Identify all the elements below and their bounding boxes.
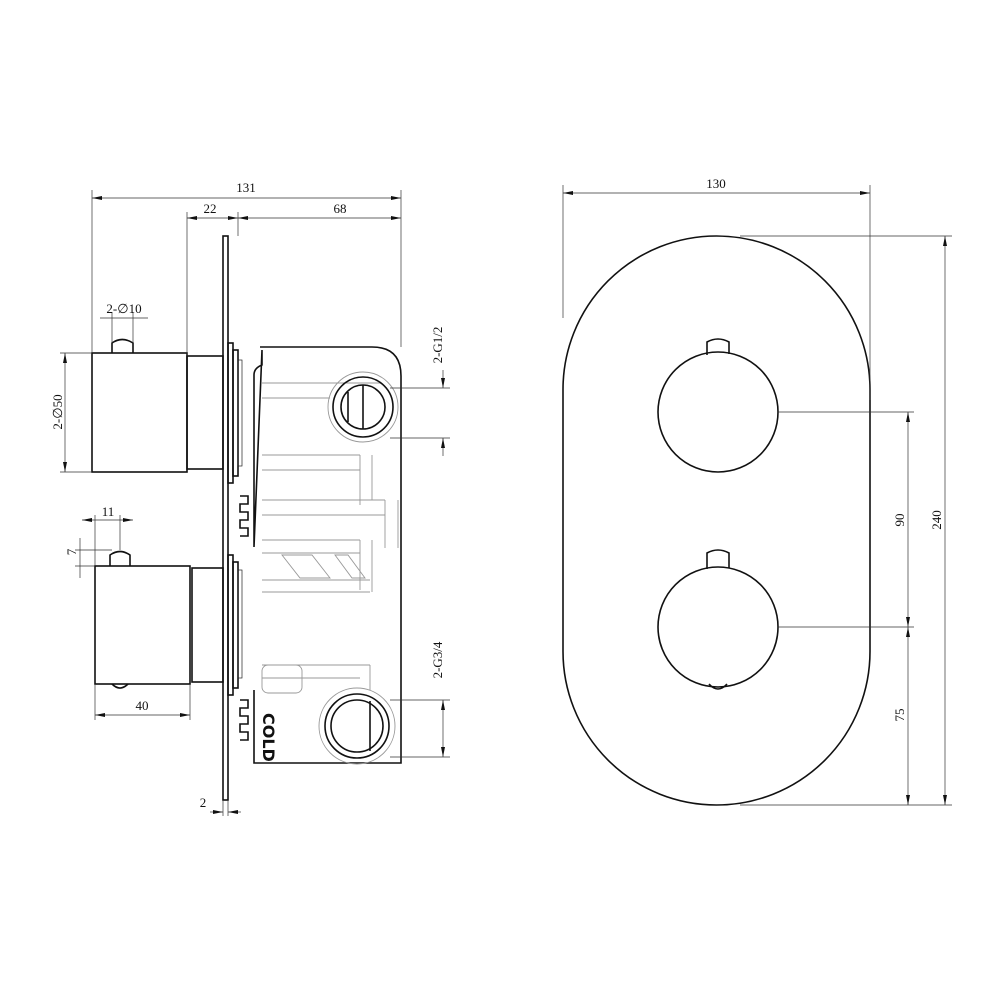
lower-handle: [94, 550, 243, 696]
dim-11: 11: [102, 504, 115, 519]
valve-body: COLD: [239, 346, 402, 765]
front-dimensions: 130 240 90 75: [562, 176, 952, 806]
dim-130: 130: [706, 176, 726, 191]
dim-handle-diameter: 2-∅50: [50, 394, 65, 429]
dim-131: 131: [236, 180, 256, 195]
internal-channel: [281, 554, 366, 579]
outlet-port: [327, 371, 399, 443]
dim-75: 75: [892, 709, 907, 722]
thread-boss: [239, 495, 249, 741]
upper-handle-pin: [111, 338, 134, 353]
side-view: COLD 131 22 68 2-∅10 2-∅50 11: [50, 180, 450, 816]
dim-68: 68: [334, 201, 347, 216]
side-dimensions: 131 22 68 2-∅10 2-∅50 11 7: [50, 180, 450, 816]
dim-240: 240: [929, 510, 944, 530]
dim-22: 22: [204, 201, 217, 216]
oval-cover-plate: [562, 235, 871, 806]
inlet-port: [318, 687, 396, 765]
dim-inlet-thread: 2-G3/4: [430, 641, 445, 678]
dim-outlet-thread: 2-G1/2: [430, 327, 445, 364]
upper-handle: [91, 338, 243, 484]
dim-40: 40: [136, 698, 149, 713]
front-upper-handle: [657, 338, 779, 473]
front-lower-handle: [657, 549, 779, 690]
dim-pin-diameter: 2-∅10: [106, 301, 141, 316]
lower-handle-pin: [109, 550, 131, 566]
dim-90: 90: [892, 514, 907, 527]
cover-plate: [222, 235, 229, 801]
front-view: 130 240 90 75: [562, 176, 952, 806]
dim-7: 7: [64, 548, 79, 555]
dim-2: 2: [200, 795, 207, 810]
cold-label: COLD: [259, 713, 278, 762]
